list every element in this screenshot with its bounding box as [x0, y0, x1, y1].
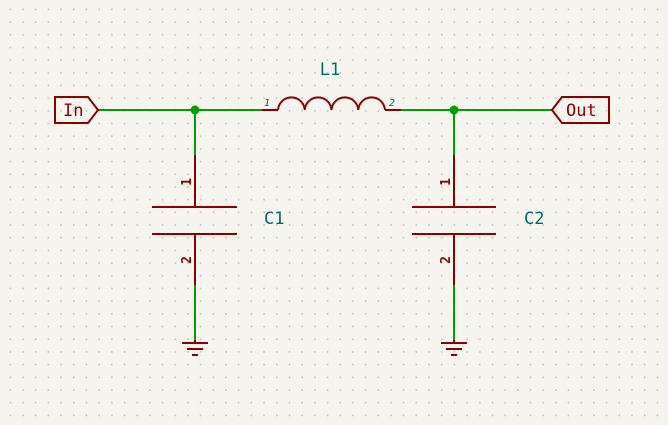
ground-symbol-right[interactable]	[441, 340, 467, 356]
inductor-l1[interactable]: L1 1 2	[262, 60, 401, 111]
wires	[98, 105, 552, 340]
inductor-pin-1-number: 1	[264, 98, 270, 109]
ground-symbol-left[interactable]	[182, 340, 208, 356]
junction-dot-right	[449, 105, 459, 115]
input-port[interactable]: In	[54, 96, 100, 124]
capacitor-c2-pin-2-number: 2	[439, 256, 454, 264]
capacitor-c2-pin-1-number: 1	[439, 178, 454, 186]
capacitor-c1-pin-2-number: 2	[180, 256, 195, 264]
output-port[interactable]: Out	[550, 96, 610, 124]
capacitor-c2[interactable]: 1 2 C2	[412, 155, 544, 285]
capacitor-c2-reference: C2	[524, 209, 544, 229]
inductor-pin-2-number: 2	[389, 98, 395, 109]
capacitor-c1[interactable]: 1 2 C1	[152, 155, 284, 285]
capacitor-c1-reference: C1	[264, 209, 284, 229]
junction-dot-left	[190, 105, 200, 115]
inductor-reference: L1	[320, 60, 340, 80]
inductor-coil	[277, 96, 386, 111]
capacitor-c1-pin-1-number: 1	[180, 178, 195, 186]
output-port-label: Out	[566, 101, 597, 121]
input-port-label: In	[63, 101, 83, 121]
